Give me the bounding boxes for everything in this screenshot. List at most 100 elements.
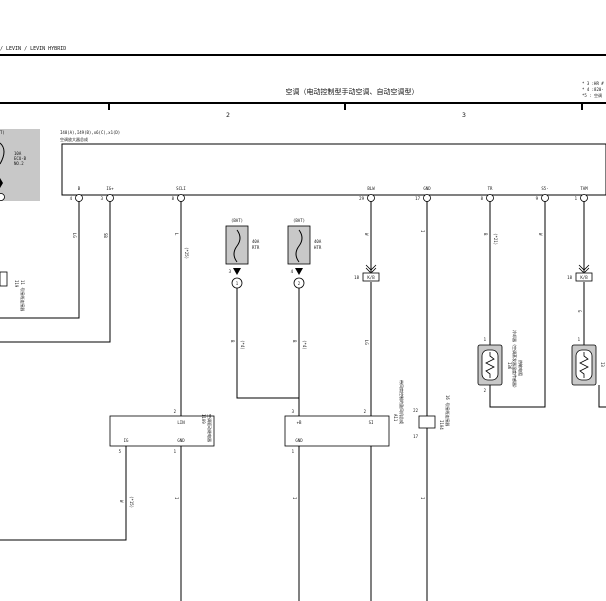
svg-text:SCLI: SCLI [176, 186, 186, 191]
svg-text:1: 1 [575, 196, 578, 201]
amp-name: 空调放大器总成 [60, 136, 88, 142]
left-conn-code: I19 [14, 280, 19, 288]
ground-label-1: I [420, 230, 425, 233]
ground-label-2: I [174, 497, 179, 500]
wire-label-fuse2-note: (*4) [302, 340, 307, 350]
svg-text:3: 3 [229, 269, 232, 274]
fuse-htr: (BAT) 40A HTR 4 2 [287, 218, 322, 289]
svg-text:40A: 40A [252, 239, 260, 244]
svg-text:热敏电阻: 热敏电阻 [518, 360, 524, 376]
evaporator-sensor: 1 2 I36 冷却器（空调蒸发器温度传感器） 热敏电阻 [477, 330, 524, 393]
amp-pin-tr: TR 8 [481, 186, 494, 202]
svg-text:3: 3 [101, 196, 104, 201]
title-border [0, 102, 606, 104]
svg-text:带风扇控制的鼓风机总成: 带风扇控制的鼓风机总成 [399, 380, 405, 424]
junction-i104: 22 17 I104 16 号接线连接器 [413, 395, 451, 439]
model-header: / LEVIN / LEVIN HYBRID [0, 46, 66, 52]
svg-text:BLW: BLW [367, 186, 375, 191]
ac-relay: 2 LIN IG GND 5 1 I109 空调驱动继电器 [109, 409, 215, 454]
amp-pin-scli: SCLI 8 [172, 186, 186, 202]
svg-text:17: 17 [415, 196, 420, 201]
amp-pin-s5: S5- 9 [536, 186, 549, 202]
wire-label-tr: B [483, 233, 488, 236]
svg-text:(BAT): (BAT) [293, 218, 305, 223]
svg-text:I109: I109 [201, 414, 206, 424]
svg-text:I36: I36 [507, 362, 512, 370]
svg-text:9: 9 [536, 196, 539, 201]
svg-text:T): T) [0, 130, 5, 135]
top-border [0, 54, 606, 56]
note-2: * 4 :820- [582, 87, 604, 92]
wire-relay-ig [0, 446, 127, 541]
left-fuse-sub2: NO.2 [14, 161, 24, 166]
wire-label-fuse1-note: (*4) [240, 340, 245, 350]
plug-18-blw: K/B 18 [354, 264, 380, 282]
svg-text:16 号接线连接器: 16 号接线连接器 [445, 395, 451, 426]
ground-label-3: I [292, 497, 297, 500]
svg-text:4: 4 [70, 196, 73, 201]
left-connector [0, 271, 8, 287]
wire-label-scli: L [174, 233, 179, 236]
svg-text:29: 29 [359, 196, 364, 201]
svg-text:HTR: HTR [314, 245, 322, 250]
wire-b [0, 201, 80, 319]
svg-text:2: 2 [364, 409, 367, 414]
left-conn-name: 11 号接线连接器 [20, 280, 26, 311]
wire-label-tam: G [577, 310, 582, 313]
grid-col-3: 3 [462, 111, 466, 119]
svg-text:S5-: S5- [541, 186, 548, 191]
note-1: * 3 :HR # [582, 81, 604, 86]
grid-col-2: 2 [226, 111, 230, 119]
svg-text:GND: GND [177, 438, 185, 443]
svg-text:+B: +B [297, 420, 302, 425]
wire-label-tr-note: (*21) [493, 233, 498, 245]
amp-box [61, 143, 606, 196]
svg-text:8: 8 [172, 196, 175, 201]
svg-text:2: 2 [484, 388, 487, 393]
svg-text:RTR: RTR [252, 245, 260, 250]
svg-text:5: 5 [119, 449, 122, 454]
svg-text:空调驱动继电器: 空调驱动继电器 [207, 414, 213, 442]
diagram-title: 空调（电动控制型手动空调、自动空调型） [286, 87, 419, 96]
left-fuse-rating: 10A [14, 151, 22, 156]
svg-text:40A: 40A [314, 239, 322, 244]
svg-text:冷却器（空调蒸发器温度传感器）: 冷却器（空调蒸发器温度传感器） [512, 330, 518, 390]
wire-tr-return [489, 201, 546, 408]
svg-text:1: 1 [578, 337, 581, 342]
wire-label-fuse2: B [292, 340, 297, 343]
svg-text:8: 8 [481, 196, 484, 201]
svg-text:GND: GND [423, 186, 431, 191]
amp-pin-blw: BLW 29 [359, 186, 375, 202]
amp-connectors: I48(A),I49(B),x6(C),x1(D) [60, 130, 120, 135]
svg-text:22: 22 [413, 408, 418, 413]
left-fuse-block [0, 129, 40, 201]
ground-label-4: I [420, 497, 425, 500]
wire-label-lg: LG [72, 233, 77, 238]
svg-text:LIN: LIN [177, 420, 185, 425]
fuse-rtr: (BAT) 40A RTR 3 1 [225, 218, 260, 289]
wire-igp [0, 201, 111, 343]
wire-fuse1 [236, 287, 299, 399]
svg-text:(BAT): (BAT) [231, 218, 243, 223]
note-3: *5 : 空调 [582, 92, 602, 98]
svg-text:18: 18 [567, 275, 572, 280]
svg-text:I104: I104 [439, 420, 444, 430]
wire-label-blw: W [364, 233, 369, 236]
svg-text:1: 1 [292, 449, 295, 454]
svg-text:A11: A11 [393, 414, 398, 422]
svg-text:IG+: IG+ [106, 186, 114, 191]
wire-label-relay-ig: W [119, 500, 124, 503]
svg-text:TAM: TAM [580, 186, 588, 191]
blower-motor: 3 2 +B SI GND 1 A11 带风扇控制的鼓风机总成 [284, 380, 405, 454]
wire-label-relay-ig-note: (*15) [129, 496, 134, 508]
wire-tam-return [598, 385, 606, 408]
ambient-sensor: 1 I3 [571, 337, 605, 386]
svg-text:B: B [78, 186, 81, 191]
amp-pin-b: B 4 [70, 186, 83, 202]
svg-text:SI: SI [369, 420, 374, 425]
svg-text:TR: TR [488, 186, 493, 191]
svg-text:1: 1 [174, 449, 177, 454]
svg-text:IG: IG [124, 438, 129, 443]
svg-text:I3: I3 [600, 362, 605, 367]
